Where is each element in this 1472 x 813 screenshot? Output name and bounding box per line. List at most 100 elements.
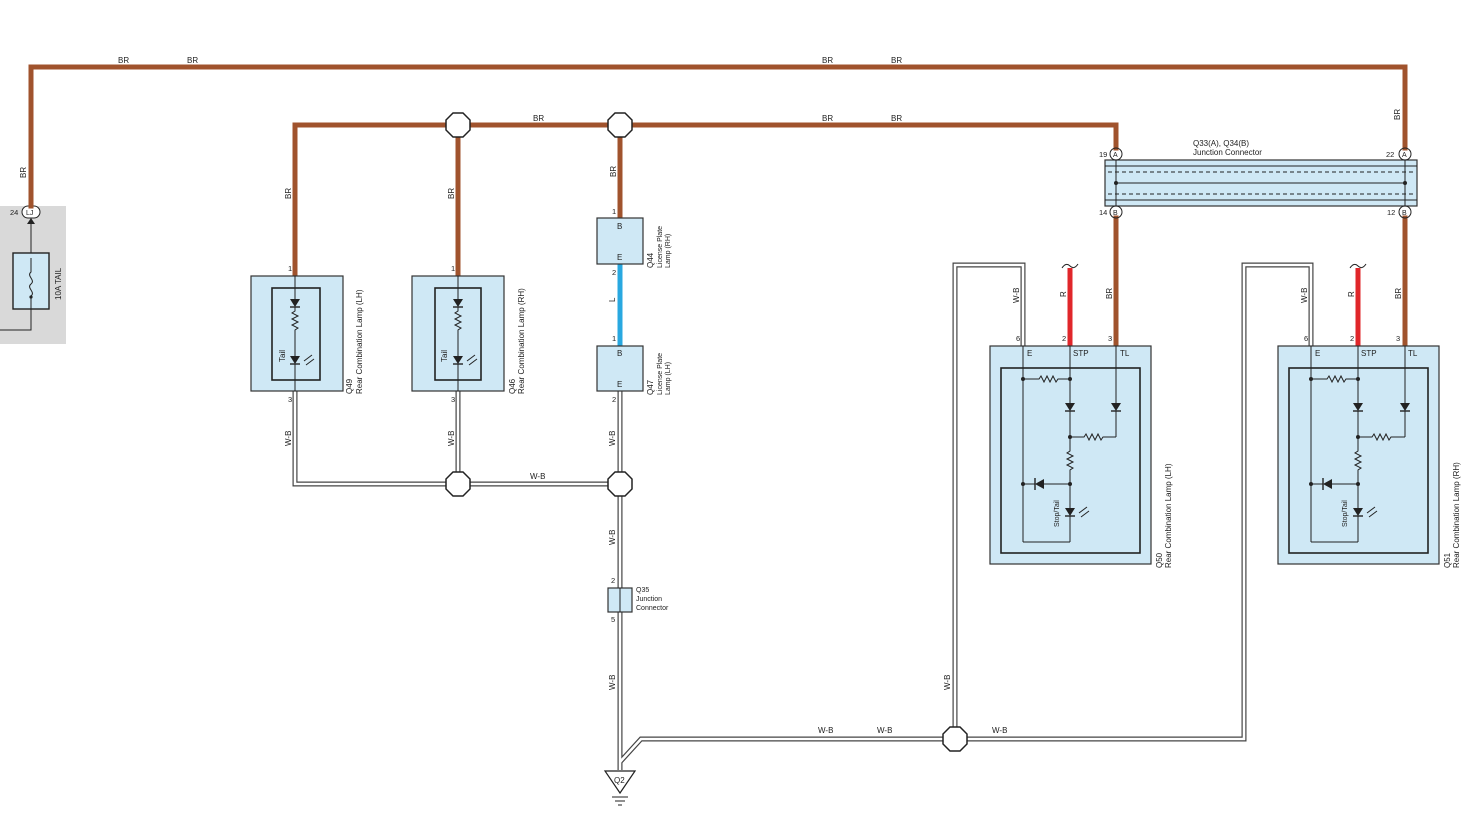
svg-text:BR: BR	[187, 56, 198, 65]
r-wires: R R	[1059, 263, 1367, 346]
q49-name: Rear Combination Lamp (LH)	[355, 289, 364, 394]
svg-text:W-B: W-B	[1012, 288, 1021, 303]
splice-point	[445, 471, 471, 497]
svg-text:19: 19	[1099, 150, 1107, 159]
svg-text:BR: BR	[533, 114, 544, 123]
svg-text:BR: BR	[891, 56, 902, 65]
svg-text:E: E	[1315, 349, 1320, 358]
svg-text:STP: STP	[1073, 349, 1089, 358]
svg-text:TL: TL	[1408, 349, 1418, 358]
svg-text:BR: BR	[1393, 109, 1402, 120]
svg-text:E: E	[617, 253, 622, 262]
wb-wires	[292, 262, 1314, 770]
svg-text:BR: BR	[609, 166, 618, 177]
svg-text:B: B	[617, 222, 622, 231]
q35-id: Q35	[636, 587, 649, 594]
q44-license-plate-lamp-rh: B E 1 2 Q44 License Plate Lamp (RH)	[596, 207, 672, 277]
svg-text:6: 6	[1304, 334, 1308, 343]
svg-text:BR: BR	[822, 56, 833, 65]
q35-name-1: Junction	[636, 596, 662, 603]
svg-text:W-B: W-B	[530, 472, 545, 481]
q44-id: Q44	[646, 252, 655, 268]
svg-text:BR: BR	[447, 188, 456, 199]
svg-text:E: E	[1027, 349, 1032, 358]
svg-text:1: 1	[288, 264, 292, 273]
q50-id: Q50	[1155, 552, 1164, 568]
q51-id: Q51	[1443, 552, 1452, 568]
svg-text:3: 3	[1396, 334, 1400, 343]
svg-text:12: 12	[1387, 208, 1395, 217]
svg-text:A: A	[1402, 152, 1407, 159]
svg-text:3: 3	[451, 395, 455, 404]
svg-text:B: B	[1402, 210, 1407, 217]
splice-point	[942, 726, 968, 752]
fuse-connector: LJ	[26, 210, 33, 217]
svg-text:W-B: W-B	[447, 431, 456, 446]
q50-bulb: Stop/Tail	[1054, 500, 1061, 527]
svg-text:E: E	[617, 380, 622, 389]
q49-rear-combination-lamp-lh: Tail 1 3 Q49 Rear Combination Lamp (LH)	[250, 264, 364, 404]
svg-text:14: 14	[1099, 208, 1107, 217]
fuse-panel: 10A TAIL 24 LJ	[0, 205, 66, 344]
q49-bulb: Tail	[278, 350, 287, 362]
svg-text:R: R	[1059, 291, 1068, 297]
br-wire-labels: BR BR BR BR BR BR BR BR BR BR BR BR BR B…	[19, 56, 1403, 299]
svg-text:W-B: W-B	[1300, 288, 1309, 303]
svg-text:BR: BR	[822, 114, 833, 123]
svg-text:3: 3	[1108, 334, 1112, 343]
q50-name: Rear Combination Lamp (LH)	[1164, 463, 1173, 568]
svg-text:BR: BR	[284, 188, 293, 199]
svg-text:2: 2	[611, 576, 615, 585]
svg-text:2: 2	[612, 395, 616, 404]
svg-text:BR: BR	[118, 56, 129, 65]
splice-point	[445, 112, 471, 138]
q51-name: Rear Combination Lamp (RH)	[1452, 462, 1461, 568]
wb-wire-labels: W-B W-B W-B W-B W-B W-B W-B W-B W-B W-B …	[284, 288, 1309, 735]
svg-text:B: B	[617, 349, 622, 358]
svg-text:1: 1	[612, 207, 616, 216]
q44-name-2: Lamp (RH)	[665, 234, 672, 268]
splice-points	[445, 112, 968, 752]
q46-rear-combination-lamp-rh: Tail 1 3 Q46 Rear Combination Lamp (RH)	[411, 264, 526, 404]
q33-q34-junction-connector: A A B B 19 22 14 12 Q33(A), Q34(B) Junct…	[1099, 139, 1418, 219]
junction-title: Q33(A), Q34(B)	[1193, 139, 1249, 148]
q51-bulb: Stop/Tail	[1342, 500, 1349, 527]
fuse-pin: 24	[10, 208, 18, 217]
svg-text:W-B: W-B	[608, 431, 617, 446]
svg-text:L: L	[608, 297, 617, 302]
svg-text:3: 3	[288, 395, 292, 404]
splice-point	[607, 112, 633, 138]
q46-id: Q46	[508, 378, 517, 394]
q35-name-2: Connector	[636, 605, 669, 612]
svg-text:W-B: W-B	[608, 675, 617, 690]
br-wires	[28, 64, 1408, 349]
svg-text:6: 6	[1016, 334, 1020, 343]
svg-text:BR: BR	[1394, 288, 1403, 299]
svg-text:2: 2	[1350, 334, 1354, 343]
svg-text:W-B: W-B	[818, 726, 833, 735]
svg-text:TL: TL	[1120, 349, 1130, 358]
q47-license-plate-lamp-lh: B E 1 2 Q47 License Plate Lamp (LH)	[596, 334, 672, 404]
svg-text:R: R	[1347, 291, 1356, 297]
svg-text:A: A	[1113, 152, 1118, 159]
q46-name: Rear Combination Lamp (RH)	[517, 288, 526, 394]
junction-subtitle: Junction Connector	[1193, 148, 1262, 157]
svg-text:B: B	[1113, 210, 1118, 217]
q49-id: Q49	[345, 378, 354, 394]
svg-text:W-B: W-B	[943, 675, 952, 690]
svg-text:1: 1	[612, 334, 616, 343]
svg-text:BR: BR	[19, 167, 28, 178]
svg-text:STP: STP	[1361, 349, 1377, 358]
q44-name-1: License Plate	[657, 226, 664, 268]
q47-name-2: Lamp (LH)	[665, 362, 672, 395]
q35-junction-connector: 2 5 Q35 Junction Connector	[607, 576, 669, 624]
svg-text:W-B: W-B	[992, 726, 1007, 735]
splice-point	[607, 471, 633, 497]
svg-text:W-B: W-B	[284, 431, 293, 446]
svg-text:5: 5	[611, 615, 615, 624]
q51-rear-combination-lamp-rh: 6 2 3 E STP TL Stop/Tail Q51	[1277, 334, 1461, 568]
q47-id: Q47	[646, 379, 655, 395]
q47-name-1: License Plate	[657, 353, 664, 395]
svg-text:1: 1	[451, 264, 455, 273]
